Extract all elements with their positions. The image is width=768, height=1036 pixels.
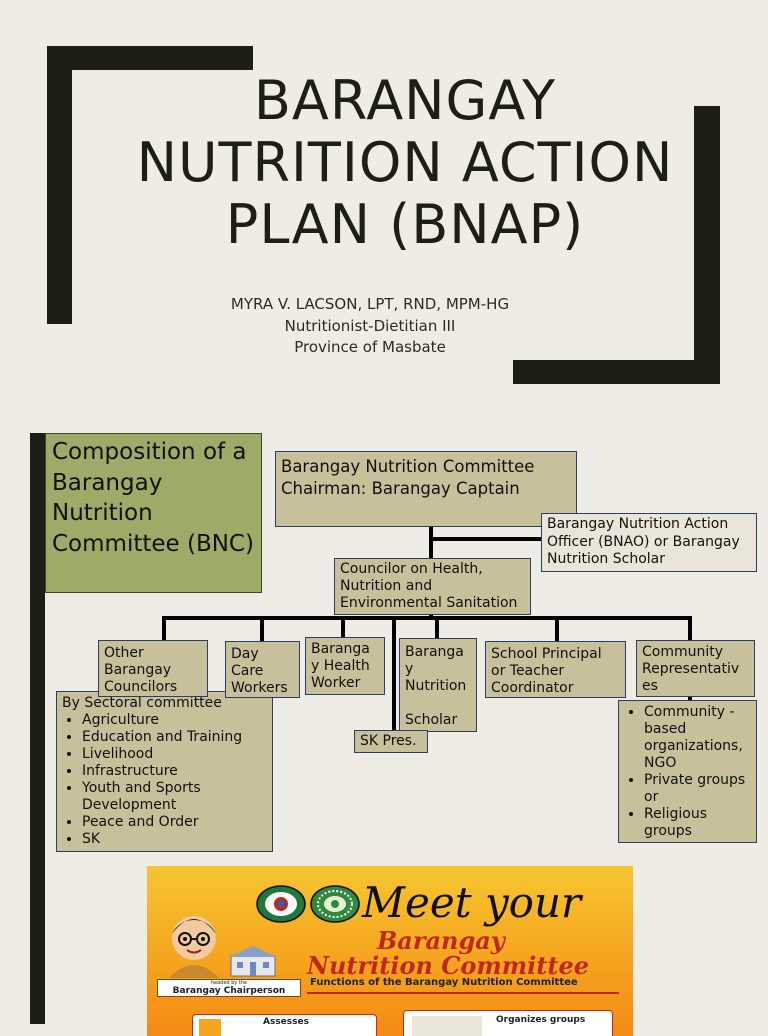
line-drop-community	[688, 616, 692, 642]
card-icon	[199, 1019, 221, 1036]
composition-heading: Composition of a Barangay Nutrition Comm…	[45, 433, 262, 593]
poster-meet-text: Meet your	[362, 878, 582, 927]
poster-divider	[307, 992, 619, 994]
line-drop-school	[555, 616, 559, 642]
frame-bottom-right-horizontal	[513, 360, 720, 384]
seal-icon	[310, 885, 360, 923]
poster-functions-text: Functions of the Barangay Nutrition Comm…	[310, 977, 578, 988]
community-groups-list: Community - based organizations, NGO Pri…	[624, 704, 751, 840]
community-rep-box: Community Representativ es	[636, 640, 755, 697]
barangay-hall-icon	[229, 946, 277, 977]
list-item: Peace and Order	[82, 814, 267, 831]
line-community-groups	[688, 696, 692, 702]
sk-president-box: SK Pres.	[354, 730, 428, 753]
poster-title-line-1: Barangay	[377, 926, 505, 955]
list-item: Religious groups	[644, 806, 751, 840]
sectoral-heading: By Sectoral committee	[62, 695, 222, 711]
chairman-box: Barangay Nutrition Committee Chairman: B…	[275, 451, 577, 527]
list-item: Education and Training	[82, 729, 267, 746]
card-icon	[412, 1016, 482, 1036]
line-drop-councilors	[162, 616, 166, 642]
councilor-box: Councilor on Health, Nutrition and Envir…	[334, 558, 531, 615]
bhw-box: Baranga y Health Worker	[305, 637, 385, 695]
slide2-left-bar	[30, 433, 45, 866]
seal-icon	[256, 885, 306, 923]
list-item: Agriculture	[82, 712, 267, 729]
bns-box: Baranga y Nutrition Scholar	[399, 638, 477, 732]
line-chair-down	[429, 526, 433, 558]
author-position: Nutritionist-Dietitian III	[284, 316, 456, 335]
line-drop-bhw	[341, 616, 345, 638]
school-principal-box: School Principal or Teacher Coordinator	[485, 641, 626, 698]
author-name: MYRA V. LACSON, LPT, RND, MPM-HG	[230, 295, 510, 313]
list-item: Youth and Sports Development	[82, 780, 267, 814]
title-slide: BARANGAY NUTRITION ACTION PLAN (BNAP) MY…	[0, 0, 768, 418]
list-item: Livelihood	[82, 746, 267, 763]
line-drop-bns	[435, 616, 439, 640]
list-item: Infrastructure	[82, 763, 267, 780]
poster-chairperson-label: headed by the Barangay Chairperson	[157, 979, 301, 997]
sectoral-committee-box: By Sectoral committee Agriculture Educat…	[56, 691, 273, 852]
frame-top-left-horizontal	[47, 46, 253, 70]
poster-title-line-2: Nutrition Committee	[307, 951, 589, 980]
day-care-box: Day Care Workers	[225, 641, 300, 698]
bnao-box: Barangay Nutrition Action Officer (BNAO)…	[541, 513, 757, 572]
line-drop-sk	[392, 616, 396, 730]
line-horizontal-members	[162, 616, 692, 620]
slide-title: BARANGAY NUTRITION ACTION PLAN (BNAP)	[60, 70, 750, 256]
list-item: Community - based organizations, NGO	[644, 704, 751, 772]
frame-top-left-vertical	[47, 46, 72, 324]
line-to-bnao	[429, 537, 542, 541]
title-line-1: BARANGAY	[253, 69, 557, 132]
slide-subtitle: MYRA V. LACSON, LPT, RND, MPM-HG Nutriti…	[120, 294, 620, 359]
line-drop-daycare	[260, 616, 264, 642]
chairperson-cartoon-icon	[169, 916, 219, 978]
sectoral-list: Agriculture Education and Training Livel…	[62, 712, 267, 848]
other-councilors-box: Other Barangay Councilors	[98, 640, 208, 697]
poster-card-organizes: Organizes groups	[403, 1010, 613, 1036]
poster-card-assesses: Assesses	[192, 1014, 377, 1036]
frame-bottom-right-vertical	[694, 106, 720, 384]
list-item: Private groups or	[644, 772, 751, 806]
author-province: Province of Masbate	[294, 338, 446, 356]
list-item: SK	[82, 831, 267, 848]
slide3-left-bar	[30, 866, 45, 1024]
bnc-poster: Meet your Barangay Nutrition Committee F…	[147, 866, 633, 1036]
title-line-2: NUTRITION ACTION	[136, 131, 674, 194]
title-line-3: PLAN (BNAP)	[225, 193, 585, 256]
community-groups-box: Community - based organizations, NGO Pri…	[618, 700, 757, 843]
